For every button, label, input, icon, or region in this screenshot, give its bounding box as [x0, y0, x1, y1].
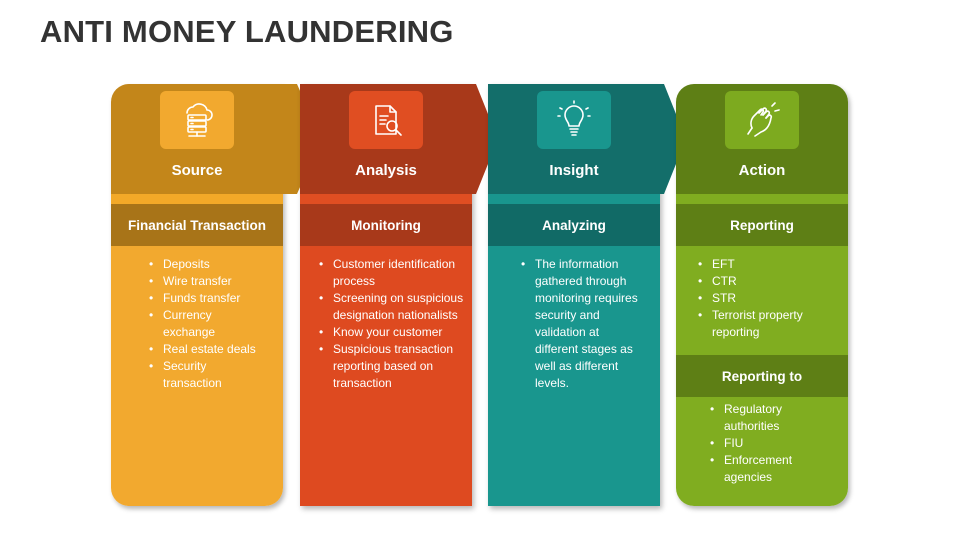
list-item: Real estate deals: [149, 341, 267, 358]
section-header: Analyzing: [488, 204, 660, 246]
list-item: Regulatory authorities: [710, 401, 840, 435]
fist-icon: [725, 91, 799, 149]
list-item: EFT: [698, 256, 844, 273]
section-header: Reporting: [676, 204, 848, 246]
server-cloud-icon: [160, 91, 234, 149]
bullet-list: Deposits Wire transfer Funds transfer Cu…: [149, 256, 267, 392]
bullet-list: Customer identification process Screenin…: [319, 256, 465, 392]
list-item: Deposits: [149, 256, 267, 273]
list-item: Currency exchange: [149, 307, 267, 341]
list-item: Screening on suspicious designation nati…: [319, 290, 465, 324]
list-item: Enforcement agencies: [710, 452, 840, 486]
bullet-list: EFT CTR STR Terrorist property reporting: [698, 256, 844, 341]
page-title: ANTI MONEY LAUNDERING: [40, 14, 454, 49]
list-item: Wire transfer: [149, 273, 267, 290]
column-title: Action: [738, 162, 786, 179]
column-title: Analysis: [355, 162, 417, 179]
bullet-list: The information gathered through monitor…: [521, 256, 639, 392]
column-analysis: Monitoring Analysis Customer identificat…: [300, 84, 498, 506]
lightbulb-icon: [537, 91, 611, 149]
column-action: Reporting Action EFT CTR STR Terrorist p…: [676, 84, 848, 506]
section-header: Monitoring: [300, 204, 472, 246]
section-header: Financial Transaction: [111, 204, 283, 246]
list-item: FIU: [710, 435, 840, 452]
list-item: Customer identification process: [319, 256, 465, 290]
column-title: Insight: [549, 162, 599, 179]
column-title: Source: [171, 162, 223, 179]
column-insight: Analyzing Insight The information gather…: [488, 84, 686, 506]
list-item: STR: [698, 290, 844, 307]
column-source: Financial Transaction Source Deposits Wi…: [111, 84, 321, 506]
list-item: CTR: [698, 273, 844, 290]
list-item: Terrorist property reporting: [698, 307, 844, 341]
list-item: The information gathered through monitor…: [521, 256, 639, 392]
section-header-secondary: Reporting to: [676, 355, 848, 397]
list-item: Know your customer: [319, 324, 465, 341]
list-item: Suspicious transaction reporting based o…: [319, 341, 465, 392]
list-item: Security transaction: [149, 358, 267, 392]
document-magnifier-icon: [349, 91, 423, 149]
bullet-list-secondary: Regulatory authorities FIU Enforcement a…: [710, 401, 840, 486]
list-item: Funds transfer: [149, 290, 267, 307]
